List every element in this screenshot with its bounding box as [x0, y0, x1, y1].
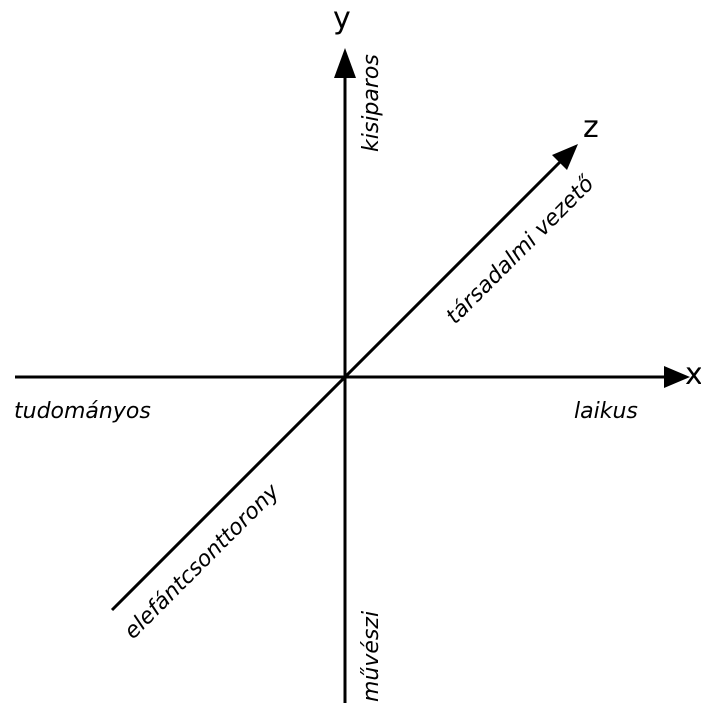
y-axis-arrowhead [334, 48, 356, 78]
y-axis-letter: y [333, 1, 351, 36]
z-positive-label: társadalmi vezető [442, 171, 600, 329]
x-axis-arrowhead [664, 366, 690, 388]
y-positive-label: kisiparos [359, 54, 384, 152]
x-negative-label: tudományos [14, 399, 151, 424]
z-axis-letter: z [583, 110, 599, 145]
z-axis-arrowhead [552, 144, 578, 170]
z-negative-label: elefántcsonttorony [120, 479, 286, 645]
x-positive-label: laikus [574, 399, 638, 424]
x-axis-letter: x [685, 357, 701, 392]
y-negative-label: művészi [359, 611, 384, 702]
z-axis-line [110, 155, 567, 612]
